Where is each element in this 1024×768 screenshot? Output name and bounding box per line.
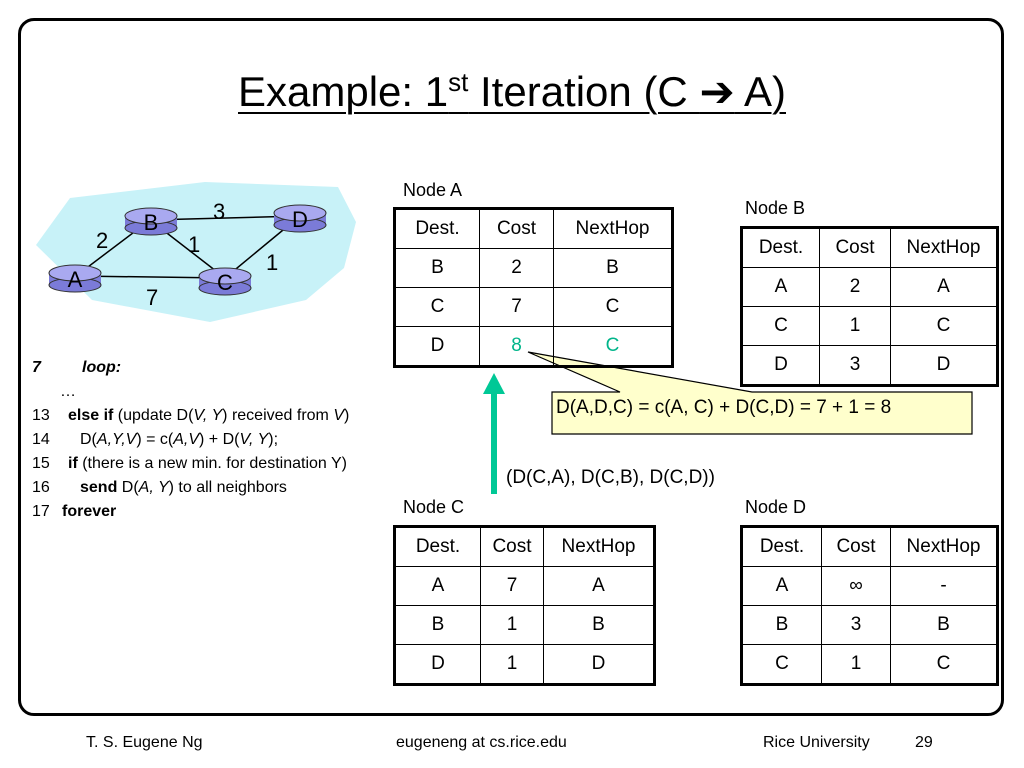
title-text: Example: 1st Iteration (C ➔ A) xyxy=(238,67,786,115)
header-cost: Cost xyxy=(479,208,554,249)
node-b-label: Node B xyxy=(745,198,806,218)
code-line-ellipsis: … xyxy=(60,383,76,400)
callout-balloon xyxy=(527,351,973,435)
node-a-label: Node A xyxy=(403,180,463,200)
node-label-a: A xyxy=(68,267,83,292)
table-row: A∞- xyxy=(741,566,998,606)
cost-a-b: 2 xyxy=(96,228,108,253)
node-c-label: Node C xyxy=(403,497,465,517)
slide-frame xyxy=(18,18,1004,716)
update-arrow-head xyxy=(483,373,505,394)
router-icon-b xyxy=(124,207,178,236)
router-icon-c xyxy=(198,267,252,296)
cost-b-d: 3 xyxy=(213,199,225,224)
node-label-c: C xyxy=(217,270,233,295)
cost-a-c: 7 xyxy=(146,285,158,310)
updated-cost: 8 xyxy=(479,326,554,367)
footer-email: eugeneng at cs.rice.edu xyxy=(396,734,567,751)
router-icon-d xyxy=(273,204,327,233)
header-nexthop: NextHop xyxy=(553,208,673,249)
cost-c-d: 1 xyxy=(266,250,278,275)
cost-b-c: 1 xyxy=(188,232,200,257)
update-arrow-shaft xyxy=(491,392,497,494)
footer-page-number: 29 xyxy=(915,734,933,751)
arrow-right-icon: ➔ xyxy=(699,68,735,115)
distance-vector-message: (D(C,A), D(C,B), D(C,D)) xyxy=(506,467,715,488)
callout-formula: D(A,D,C) = c(A, C) + D(C,D) = 7 + 1 = 8 xyxy=(556,397,892,418)
header-dest: Dest. xyxy=(394,208,480,249)
node-label-b: B xyxy=(144,210,159,235)
footer-org: Rice University xyxy=(763,734,870,751)
updated-nexthop: C xyxy=(553,326,673,367)
footer-author: T. S. Eugene Ng xyxy=(86,734,203,751)
slide-title: Example: 1st Iteration (C ➔ A) xyxy=(0,66,1024,118)
node-label-d: D xyxy=(292,207,308,232)
node-d-label: Node D xyxy=(745,497,807,517)
router-icon-a xyxy=(48,264,102,293)
